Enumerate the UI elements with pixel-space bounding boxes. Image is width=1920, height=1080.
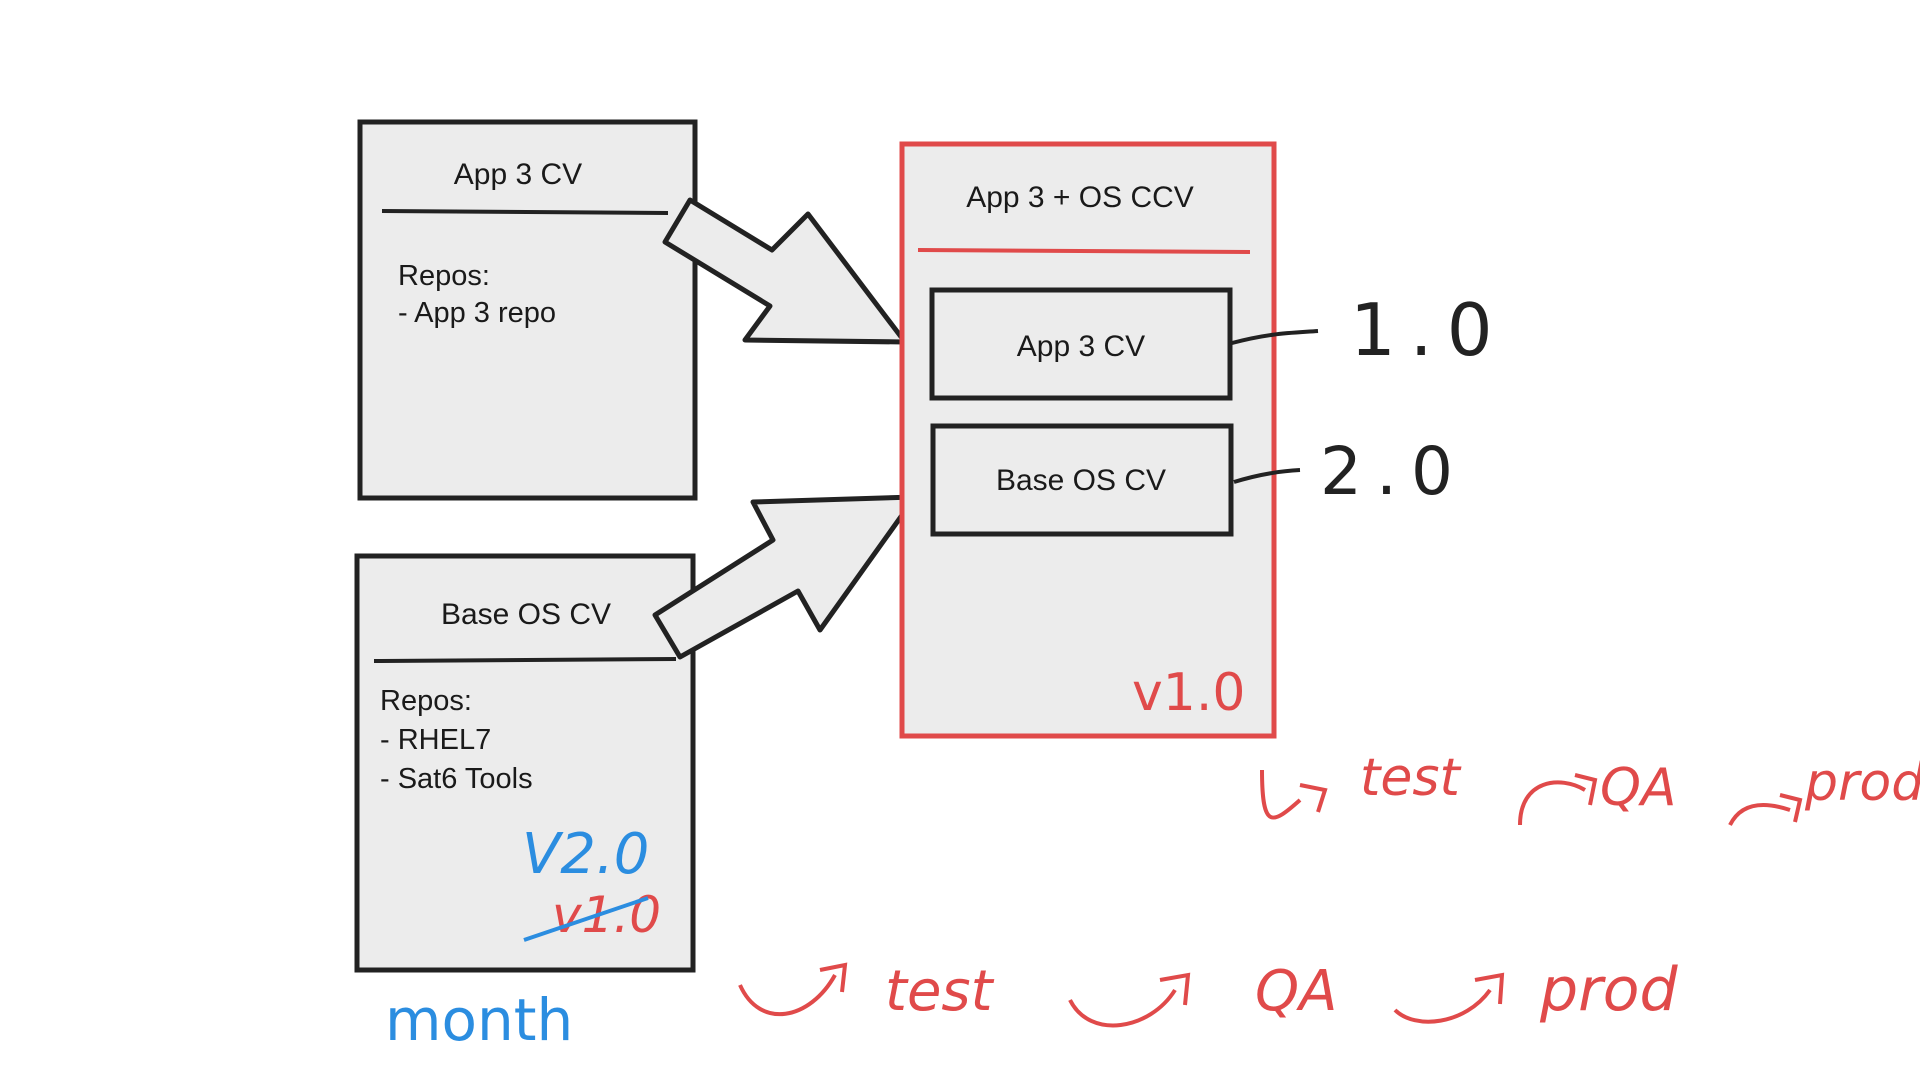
baseos-old-version: v1.0 <box>552 886 661 944</box>
app3-cv-box: App 3 CV Repos: - App 3 repo <box>357 119 698 501</box>
promo-baseos-prod: prod <box>1539 955 1678 1025</box>
baseos-cv-repos-heading: Repos: <box>380 685 472 717</box>
promo-ccv-arrow-1 <box>1260 769 1328 820</box>
promo-baseos-arrow-3 <box>1393 972 1505 1024</box>
baseos-version-leader <box>1233 468 1301 484</box>
baseos-cv-repo-sat6: - Sat6 Tools <box>380 763 533 795</box>
ccv-promotion-path: test QA prod <box>1260 748 1920 826</box>
baseos-cv-repo-rhel7: - RHEL7 <box>380 724 491 756</box>
cadence-label: month <box>385 986 573 1054</box>
promo-baseos-test: test <box>885 959 995 1024</box>
baseos-cv-title: Base OS CV <box>441 598 611 631</box>
promo-baseos-qa: QA <box>1255 959 1337 1024</box>
promo-baseos-arrow-1 <box>738 962 848 1017</box>
app3-version-callout: 1.0 <box>1350 288 1507 372</box>
app3-cv-divider <box>381 209 669 215</box>
strikethrough-mark <box>523 896 649 942</box>
app3-cv-frame <box>357 119 698 501</box>
promo-ccv-test: test <box>1360 748 1461 808</box>
app3-version-leader <box>1231 329 1319 345</box>
ccv-inner-baseos-label: Base OS CV <box>996 464 1166 497</box>
arrow-app3-to-ccv <box>662 197 908 345</box>
ccv-box: App 3 + OS CCV App 3 CV Base OS CV v1.0 <box>899 141 1277 739</box>
ccv-divider <box>917 248 1251 254</box>
app3-cv-title: App 3 CV <box>454 158 582 191</box>
baseos-version-callout: 2.0 <box>1320 433 1467 510</box>
ccv-inner-baseos-box <box>930 423 1234 537</box>
ccv-title: App 3 + OS CCV <box>966 181 1194 214</box>
promo-ccv-qa: QA <box>1600 758 1677 818</box>
app3-cv-repo-item: - App 3 repo <box>398 297 556 329</box>
app3-cv-repos-heading: Repos: <box>398 260 490 292</box>
promo-baseos-arrow-2 <box>1068 972 1191 1028</box>
baseos-new-version: V2.0 <box>522 822 649 887</box>
ccv-inner-app3-box <box>929 287 1233 401</box>
ccv-version: v1.0 <box>1132 663 1245 723</box>
baseos-promotion-path: test QA prod <box>738 955 1678 1028</box>
ccv-inner-app3-label: App 3 CV <box>1017 330 1145 363</box>
promo-ccv-arrow-3 <box>1728 793 1803 826</box>
baseos-cv-box: Base OS CV Repos: - RHEL7 - Sat6 Tools V… <box>354 553 696 973</box>
promo-ccv-arrow-2 <box>1518 773 1598 826</box>
promo-ccv-prod: prod <box>1804 753 1920 813</box>
baseos-cv-divider <box>373 657 677 663</box>
arrow-baseos-to-ccv <box>652 494 918 660</box>
